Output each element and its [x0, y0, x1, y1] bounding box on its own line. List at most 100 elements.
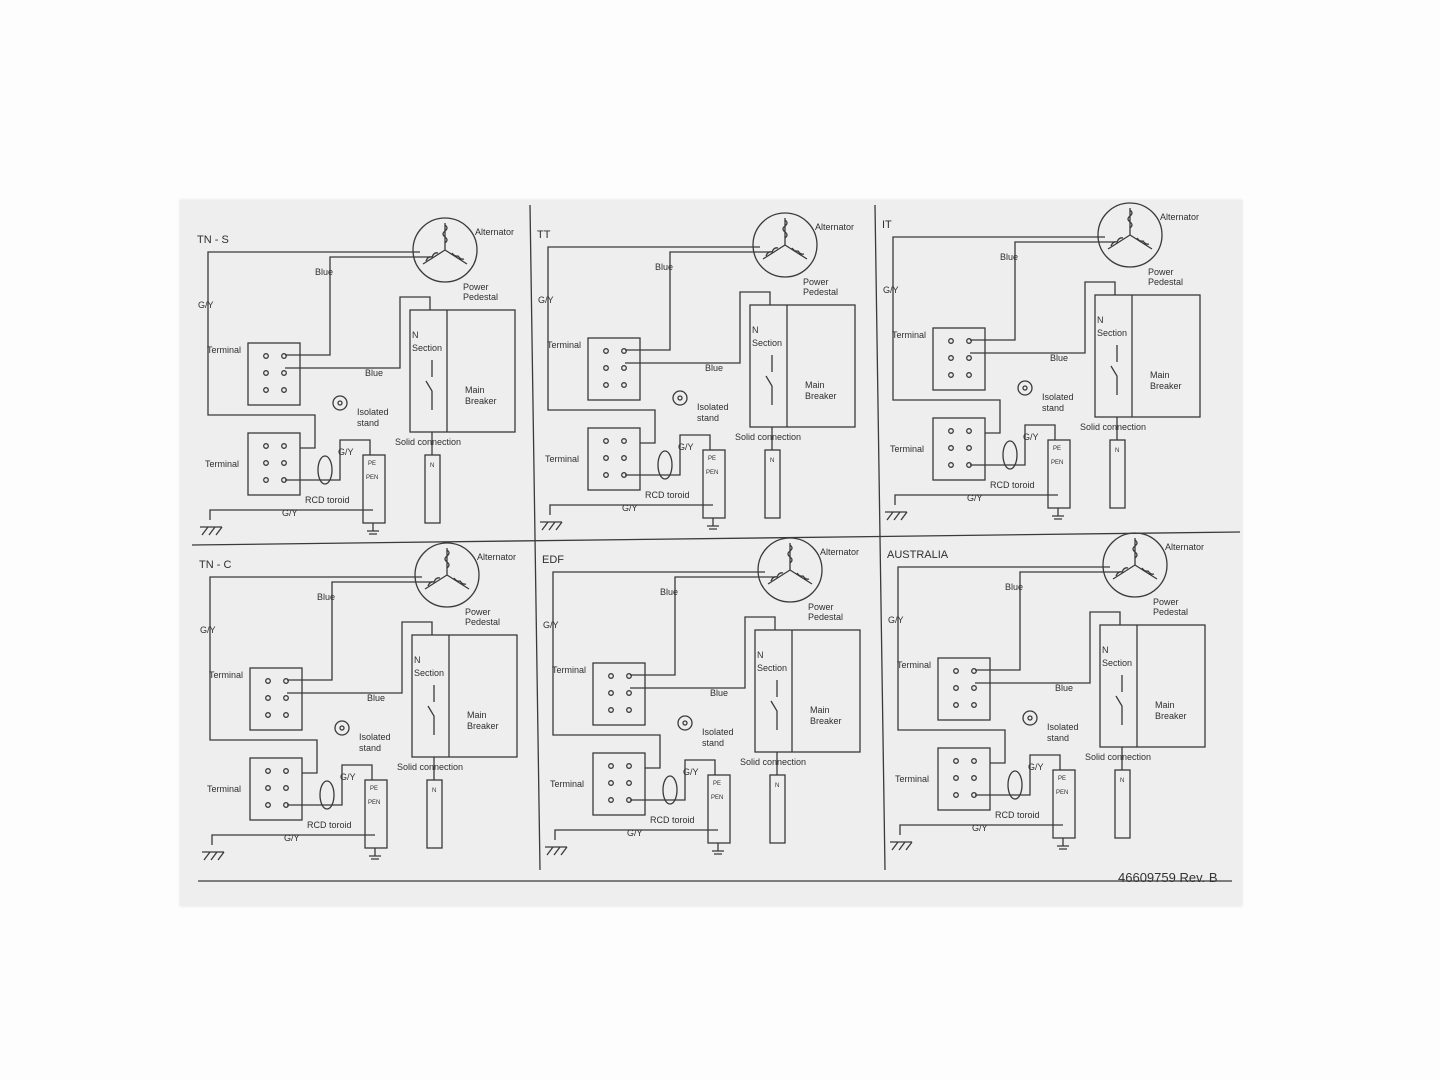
terminal-block [592, 752, 646, 816]
neutral-bar [424, 454, 441, 524]
terminal-pin [281, 353, 287, 359]
pe-pen-bar [364, 779, 388, 849]
earth-icon [885, 511, 908, 521]
switch-icon [425, 360, 433, 410]
label-blue-top: Blue [1000, 252, 1018, 262]
terminal-block [247, 432, 301, 496]
label-pen: PEN [1056, 790, 1068, 796]
terminal-pin [263, 370, 269, 376]
panel-it: ITAlternatorPowerPedestalNSectionMainBre… [882, 202, 1201, 521]
label-pen: PEN [711, 795, 723, 801]
gy-wire [209, 509, 373, 520]
pe-pen-bar [362, 454, 386, 524]
label-pedestal: Pedestal [808, 612, 843, 622]
rcd-toroid-icon [662, 775, 678, 805]
label-solid: Solid connection [1080, 422, 1146, 432]
terminal-block [247, 342, 301, 406]
panel-title: AUSTRALIA [887, 549, 949, 561]
ground-icon [1052, 508, 1064, 520]
label-blue-top: Blue [315, 267, 333, 277]
terminal-pin [953, 702, 959, 708]
label-main: Main [805, 380, 825, 390]
label-pe: PE [1058, 776, 1066, 782]
label-n: N [757, 650, 764, 660]
panel-title: TN - C [199, 559, 231, 571]
label-power: Power [463, 282, 489, 292]
rcd-toroid-icon [317, 455, 333, 485]
label-isolated: Isolated [1047, 722, 1079, 732]
label-isolated: Isolated [357, 407, 389, 417]
isolated-stand-icon [1022, 710, 1038, 726]
rcd-toroid-icon [1007, 770, 1023, 800]
label-breaker: Breaker [1155, 711, 1187, 721]
blue-wire [630, 616, 776, 689]
label-n-bar: N [1115, 448, 1119, 454]
gy-wire [209, 576, 422, 774]
label-gy-left: G/Y [883, 285, 899, 295]
pe-pen-bar [1052, 769, 1076, 839]
label-terminal2: Terminal [895, 774, 929, 784]
label-breaker: Breaker [805, 391, 837, 401]
blue-wire [285, 296, 431, 369]
terminal-pin [281, 477, 287, 483]
earth-icon [202, 851, 225, 861]
label-terminal1: Terminal [897, 660, 931, 670]
panel-divider [191, 531, 1241, 546]
blue-wire [975, 571, 1120, 671]
panel-title: TN - S [197, 234, 229, 246]
label-main: Main [1155, 700, 1175, 710]
terminal-pin [608, 707, 614, 713]
label-n-bar: N [775, 783, 779, 789]
terminal-pin [603, 348, 609, 354]
label-section: Section [752, 338, 782, 348]
label-isolated: Isolated [697, 402, 729, 412]
label-terminal1: Terminal [552, 665, 586, 675]
label-pe: PE [370, 786, 378, 792]
terminal-pin [948, 462, 954, 468]
label-rcd: RCD toroid [995, 810, 1040, 820]
switch-icon [427, 685, 435, 735]
label-blue-mid: Blue [1050, 353, 1068, 363]
terminal-pin [966, 355, 972, 361]
terminal-pin [621, 472, 627, 478]
label-solid: Solid connection [735, 432, 801, 442]
label-rcd: RCD toroid [650, 815, 695, 825]
panel-edf: EDFAlternatorPowerPedestalNSectionMainBr… [542, 537, 861, 856]
terminal-pin [971, 758, 977, 764]
gy-wire [899, 824, 1063, 835]
terminal-pin [948, 355, 954, 361]
pe-pen-bar [702, 449, 726, 519]
label-alternator: Alternator [475, 227, 514, 237]
ground-icon [712, 843, 724, 855]
alternator-icon [752, 212, 818, 278]
label-pedestal: Pedestal [1153, 607, 1188, 617]
ground-icon [1057, 838, 1069, 850]
terminal-pin [281, 387, 287, 393]
terminal-pin [626, 707, 632, 713]
blue-wire [287, 581, 432, 681]
terminal-pin [603, 438, 609, 444]
gy-wire [554, 829, 718, 840]
terminal-pin [621, 382, 627, 388]
rcd-toroid-icon [657, 450, 673, 480]
switch-icon [1115, 675, 1123, 725]
gy-wire [970, 424, 1056, 466]
label-stand: stand [1042, 403, 1064, 413]
terminal-pin [621, 438, 627, 444]
gy-wire [630, 759, 716, 801]
blue-wire [287, 621, 433, 694]
label-pe: PE [713, 781, 721, 787]
label-alternator: Alternator [1165, 542, 1204, 552]
label-isolated: Isolated [359, 732, 391, 742]
label-n: N [752, 325, 759, 335]
terminal-pin [971, 702, 977, 708]
terminal-pin [608, 780, 614, 786]
label-n-bar: N [1120, 778, 1124, 784]
terminal-pin [948, 372, 954, 378]
isolated-stand-icon [334, 720, 350, 736]
terminal-pin [621, 348, 627, 354]
label-section: Section [757, 663, 787, 673]
ground-icon [707, 518, 719, 530]
label-n-bar: N [430, 463, 434, 469]
terminal-pin [966, 445, 972, 451]
